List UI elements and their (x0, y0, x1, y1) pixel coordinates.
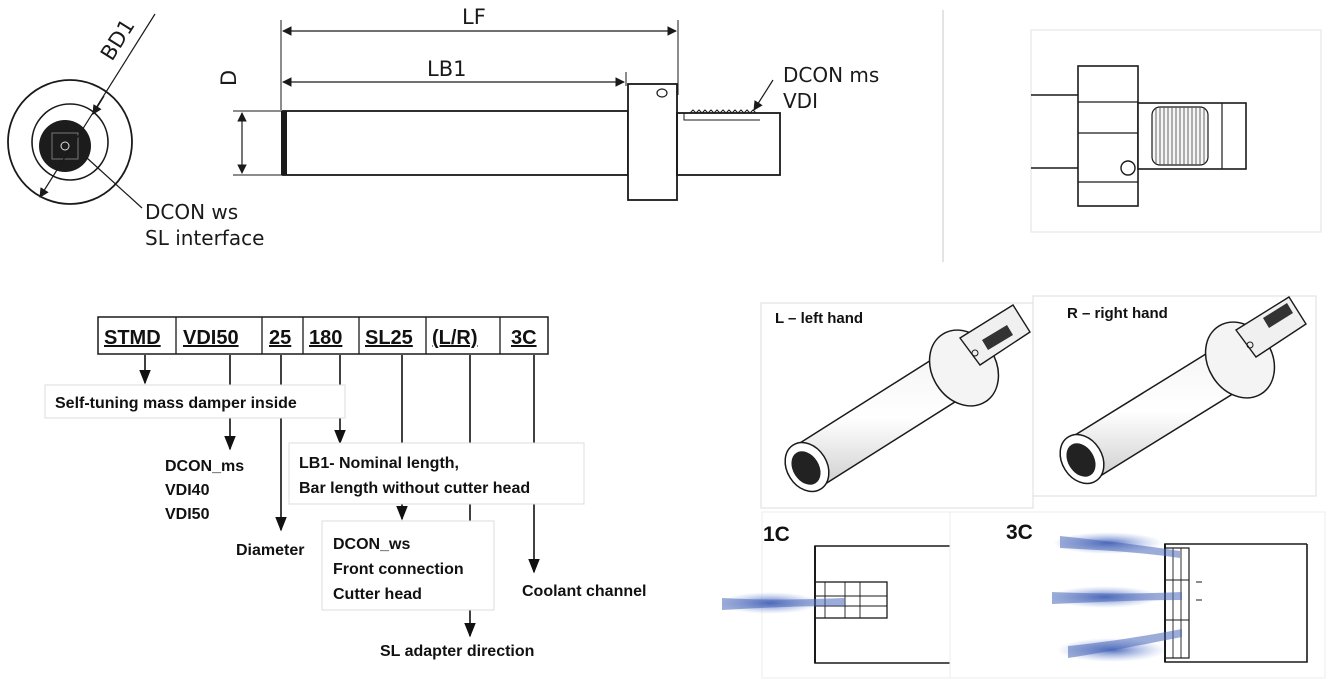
coolant-3c-head-detail (1165, 548, 1202, 658)
right-hand-label: R – right hand (1067, 305, 1168, 322)
left-hand-bar (784, 304, 1031, 493)
code-hand: (L/R) (432, 327, 478, 349)
detail-view (1030, 29, 1322, 233)
dcon-ws-leader (86, 157, 143, 209)
code-sl: SL25 (365, 327, 413, 349)
d-label: D (217, 70, 241, 86)
left-hand-label: L – left hand (775, 310, 863, 327)
bar-collar (627, 83, 678, 201)
shank (676, 112, 781, 176)
bar-body (282, 110, 629, 176)
code-diameter: 25 (269, 327, 291, 349)
front-view: BD1 DCON ws SL interface (7, 13, 264, 250)
bd1-label: BD1 (96, 15, 140, 65)
code-length: 180 (309, 327, 342, 349)
detail-collar (1077, 65, 1139, 207)
shank-serration (683, 113, 760, 121)
note-sl-line2: Front connection (333, 561, 464, 578)
note-lb1-line1: LB1- Nominal length, (299, 455, 459, 472)
coolant-1c-spray-stream (722, 598, 845, 610)
coolant-3c-stream-bottom (1068, 629, 1182, 658)
side-view: LF LB1 D DCON ms VDI (217, 5, 879, 201)
note-vdi-line1: DCON_ms (165, 458, 244, 475)
coolant-3c-head (1164, 547, 1190, 659)
bd1-arrow-top (92, 95, 105, 115)
lf-label: LF (462, 5, 486, 29)
note-stmd: Self-tuning mass damper inside (55, 395, 297, 412)
coolant-3c-stream-middle (1052, 592, 1182, 604)
collar-hole (656, 88, 668, 98)
dcon-ms-label-line2: VDI (783, 89, 818, 113)
dcon-ms-label-line1: DCON ms (783, 63, 879, 87)
note-lb1-box (288, 442, 585, 505)
hand-views: L – left hand R – right hand (760, 295, 1317, 509)
note-vdi-line3: VDI50 (165, 506, 210, 523)
dcon-ws-label-line1: DCON ws (145, 200, 238, 224)
front-view-outer-circle (7, 79, 133, 205)
note-diameter: Diameter (236, 542, 304, 559)
designation: STMD VDI50 25 180 SL25 (L/R) 3C Self-tun… (44, 316, 646, 660)
code-stmd: STMD (104, 327, 161, 349)
detail-thread-lines (1155, 107, 1205, 165)
note-coolant: Coolant channel (522, 583, 646, 600)
code-vdi: VDI50 (183, 327, 239, 349)
coolant-3c-label: 3C (1006, 521, 1033, 544)
front-view-key (51, 132, 79, 160)
designation-box (97, 316, 549, 355)
coolant-views: 1C 3C (720, 511, 1326, 679)
note-sl-line1: DCON_ws (333, 536, 410, 553)
note-vdi-line2: VDI40 (165, 482, 210, 499)
coolant-1c-label: 1C (763, 523, 790, 546)
coolant-3c-stream-top (1060, 536, 1180, 558)
note-sl-box (321, 520, 495, 611)
right-hand-bar (1059, 296, 1307, 485)
dcon-ws-label-line2: SL interface (145, 226, 264, 250)
note-lb1-line2: Bar length without cutter head (299, 480, 530, 497)
note-direction: SL adapter direction (380, 643, 534, 660)
dcon-ms-leader (753, 79, 774, 111)
lb1-label: LB1 (427, 57, 466, 81)
code-coolant: 3C (511, 327, 537, 349)
shank-teeth (689, 109, 757, 114)
bar-front-face (281, 111, 287, 175)
note-stmd-box (44, 384, 346, 419)
front-view-center (60, 141, 70, 151)
detail-collar-hole (1120, 160, 1136, 176)
front-view-inner-circle (31, 103, 109, 181)
note-sl-line3: Cutter head (333, 586, 422, 603)
